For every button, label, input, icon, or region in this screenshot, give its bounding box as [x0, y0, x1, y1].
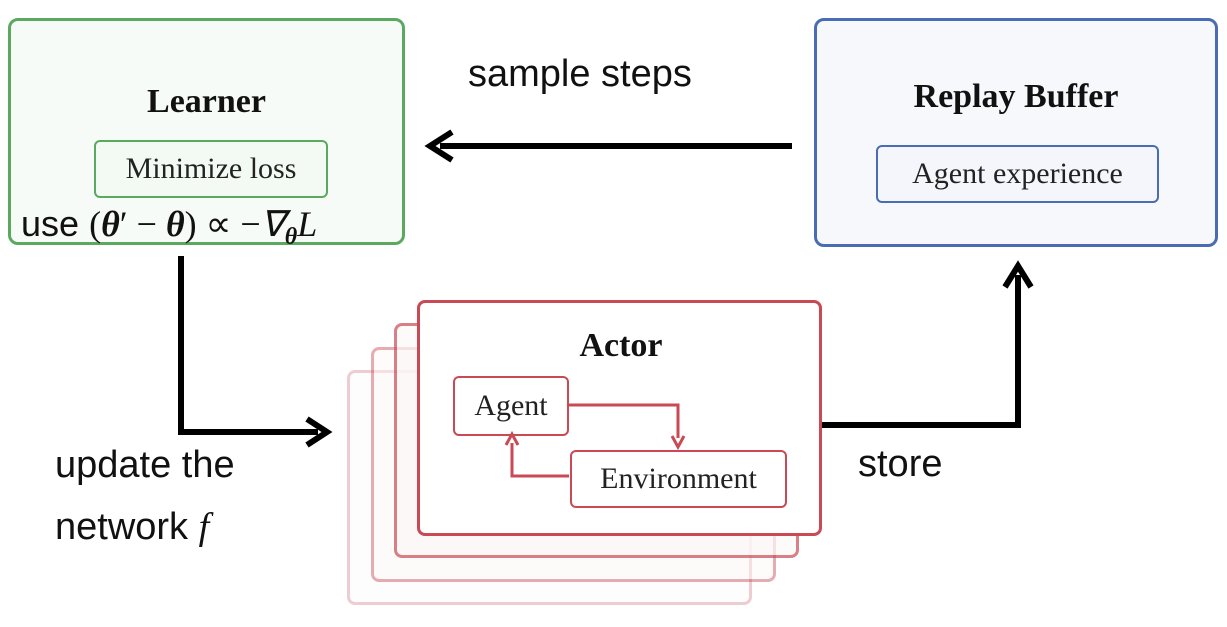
sample-steps-label: sample steps: [468, 53, 692, 95]
actor-box: Actor Agent Environment: [417, 300, 822, 536]
environment-node: Environment: [570, 450, 787, 508]
update-label-line1: update the: [55, 444, 235, 486]
minimize-loss-node: Minimize loss: [94, 140, 328, 198]
agent-to-environment-arrow: [567, 403, 686, 451]
equation-formula: (θ′ − θ) ∝ −∇θL: [89, 204, 318, 251]
replay-buffer-title: Replay Buffer: [913, 78, 1119, 115]
agent-node: Agent: [453, 376, 569, 436]
replay-buffer-box: Replay Buffer Agent experience: [814, 18, 1218, 247]
update-label-line2: network f: [55, 505, 209, 549]
update-label-network: network: [55, 506, 189, 548]
agent-experience-node: Agent experience: [876, 145, 1159, 203]
update-label-var: f: [198, 506, 210, 548]
actor-title: Actor: [579, 327, 663, 364]
learner-title: Learner: [147, 83, 266, 120]
sample-arrow: [424, 129, 792, 163]
equation-prefix: use: [21, 203, 80, 244]
learner-box: Learner Minimize loss use (θ′ − θ) ∝ −∇θ…: [8, 18, 405, 250]
update-equation: use (θ′ − θ) ∝ −∇θL: [21, 203, 401, 251]
environment-to-agent-arrow: [504, 430, 569, 478]
update-arrow: [178, 256, 333, 448]
store-arrow: [822, 260, 1034, 428]
store-label: store: [858, 443, 943, 485]
